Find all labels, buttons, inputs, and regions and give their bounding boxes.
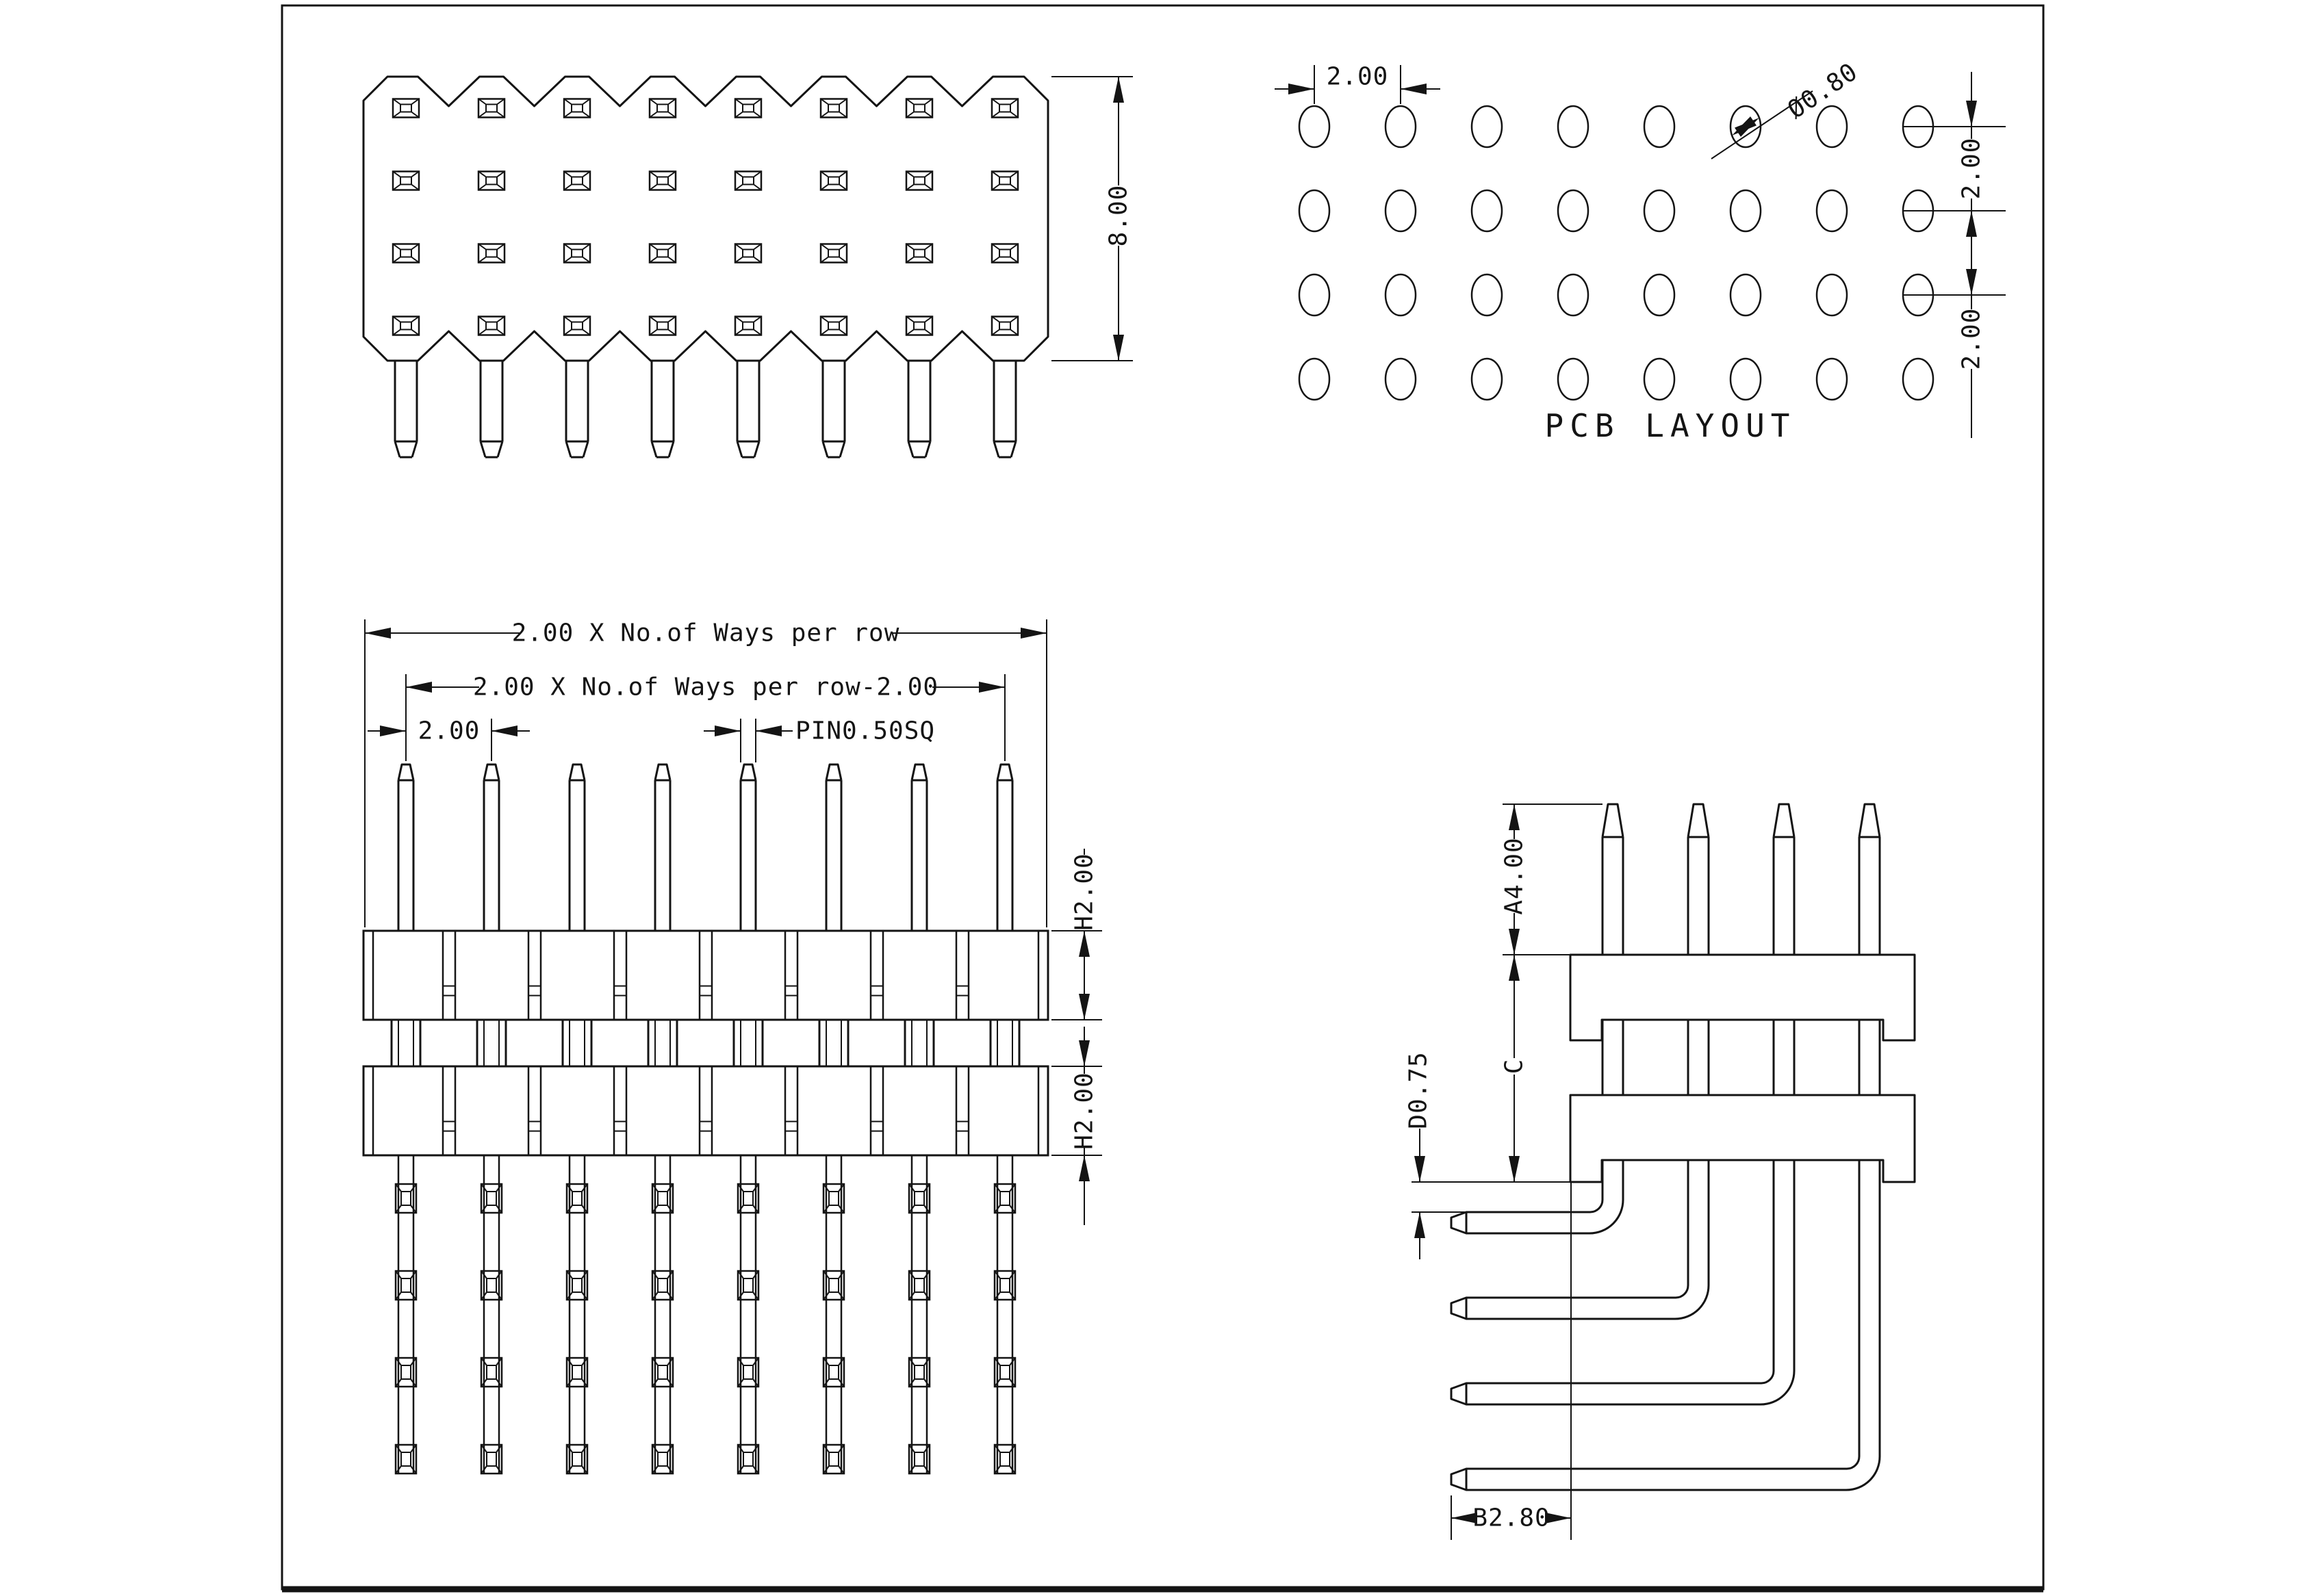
dim-pcb-hole-dia: Ø0.80	[1783, 57, 1863, 124]
dim-side-a: A4.00	[1501, 837, 1529, 914]
labels-layer: 8.00 2.00 Ø0.80 2.00 2.00 PCB LAYOUT 2.0…	[418, 57, 1986, 1532]
front-view	[362, 619, 1102, 1475]
dim-side-d: D0.75	[1405, 1051, 1433, 1129]
dim-front-body-h2: H2.00	[1071, 1072, 1099, 1149]
side-view	[1412, 803, 1916, 1540]
dim-side-b: B2.80	[1472, 1504, 1550, 1532]
pcb-layout-title: PCB LAYOUT	[1545, 407, 1796, 444]
drawing-frame	[281, 4, 2045, 1591]
geometry-layer	[362, 65, 2006, 1540]
dim-side-c: C	[1501, 1059, 1529, 1075]
top-view	[362, 75, 1133, 459]
dim-front-overall: 2.00 X No.of Ways per row	[512, 619, 900, 647]
dim-front-body-h1: H2.00	[1071, 853, 1099, 930]
dim-front-pitch: 2.00	[418, 717, 481, 745]
dim-pcb-pitch-y2: 2.00	[1958, 308, 1986, 370]
dim-front-between-end-pins: 2.00 X No.of Ways per row-2.00	[473, 673, 938, 702]
dim-pcb-pitch-x: 2.00	[1327, 63, 1389, 91]
pcb-layout-view	[1275, 65, 2006, 438]
dim-top-height: 8.00	[1105, 185, 1133, 247]
dim-front-pin-size: PIN0.50SQ	[795, 717, 935, 745]
dim-pcb-pitch-y1: 2.00	[1958, 138, 1986, 200]
